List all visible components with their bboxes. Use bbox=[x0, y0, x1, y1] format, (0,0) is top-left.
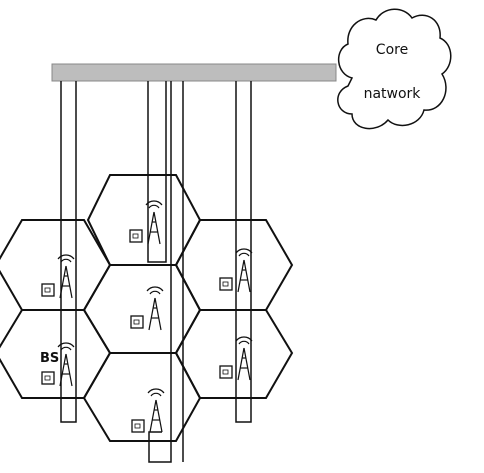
cloud-label-line2: natwork bbox=[364, 86, 422, 102]
base-station-top bbox=[129, 200, 163, 245]
base-station-center bbox=[130, 286, 164, 331]
core-network-cloud: Core natwork bbox=[337, 8, 452, 130]
base-station-upper-left bbox=[41, 254, 75, 299]
antenna-tower-icon bbox=[147, 388, 165, 433]
equipment-box-icon bbox=[219, 277, 233, 291]
equipment-box-icon bbox=[131, 419, 145, 433]
base-stations bbox=[41, 200, 253, 433]
equipment-box-icon bbox=[129, 229, 143, 243]
antenna-tower-icon bbox=[57, 342, 75, 387]
base-station-lower-left bbox=[41, 342, 75, 387]
antenna-tower-icon bbox=[145, 200, 163, 245]
hex-cells bbox=[0, 174, 294, 442]
backhaul-links bbox=[60, 81, 252, 463]
base-station-lower-right bbox=[219, 336, 253, 381]
cloud-shape bbox=[337, 8, 452, 130]
bs-label: BS bbox=[40, 351, 59, 366]
antenna-tower-icon bbox=[146, 286, 164, 331]
base-station-bottom bbox=[131, 388, 165, 433]
base-station-upper-right bbox=[219, 248, 253, 293]
cloud-label-line1: Core bbox=[376, 42, 408, 58]
antenna-tower-icon bbox=[235, 336, 253, 381]
equipment-box-icon bbox=[41, 283, 55, 297]
hex-cell-bottom bbox=[82, 352, 202, 442]
link-bottom bbox=[148, 81, 172, 463]
equipment-box-icon bbox=[219, 365, 233, 379]
equipment-box-icon bbox=[41, 371, 55, 385]
antenna-tower-icon bbox=[235, 248, 253, 293]
backbone-bus bbox=[51, 63, 337, 82]
equipment-box-icon bbox=[130, 315, 144, 329]
link-top-center bbox=[147, 81, 167, 263]
link-lower-left bbox=[60, 81, 77, 423]
antenna-tower-icon bbox=[57, 254, 75, 299]
